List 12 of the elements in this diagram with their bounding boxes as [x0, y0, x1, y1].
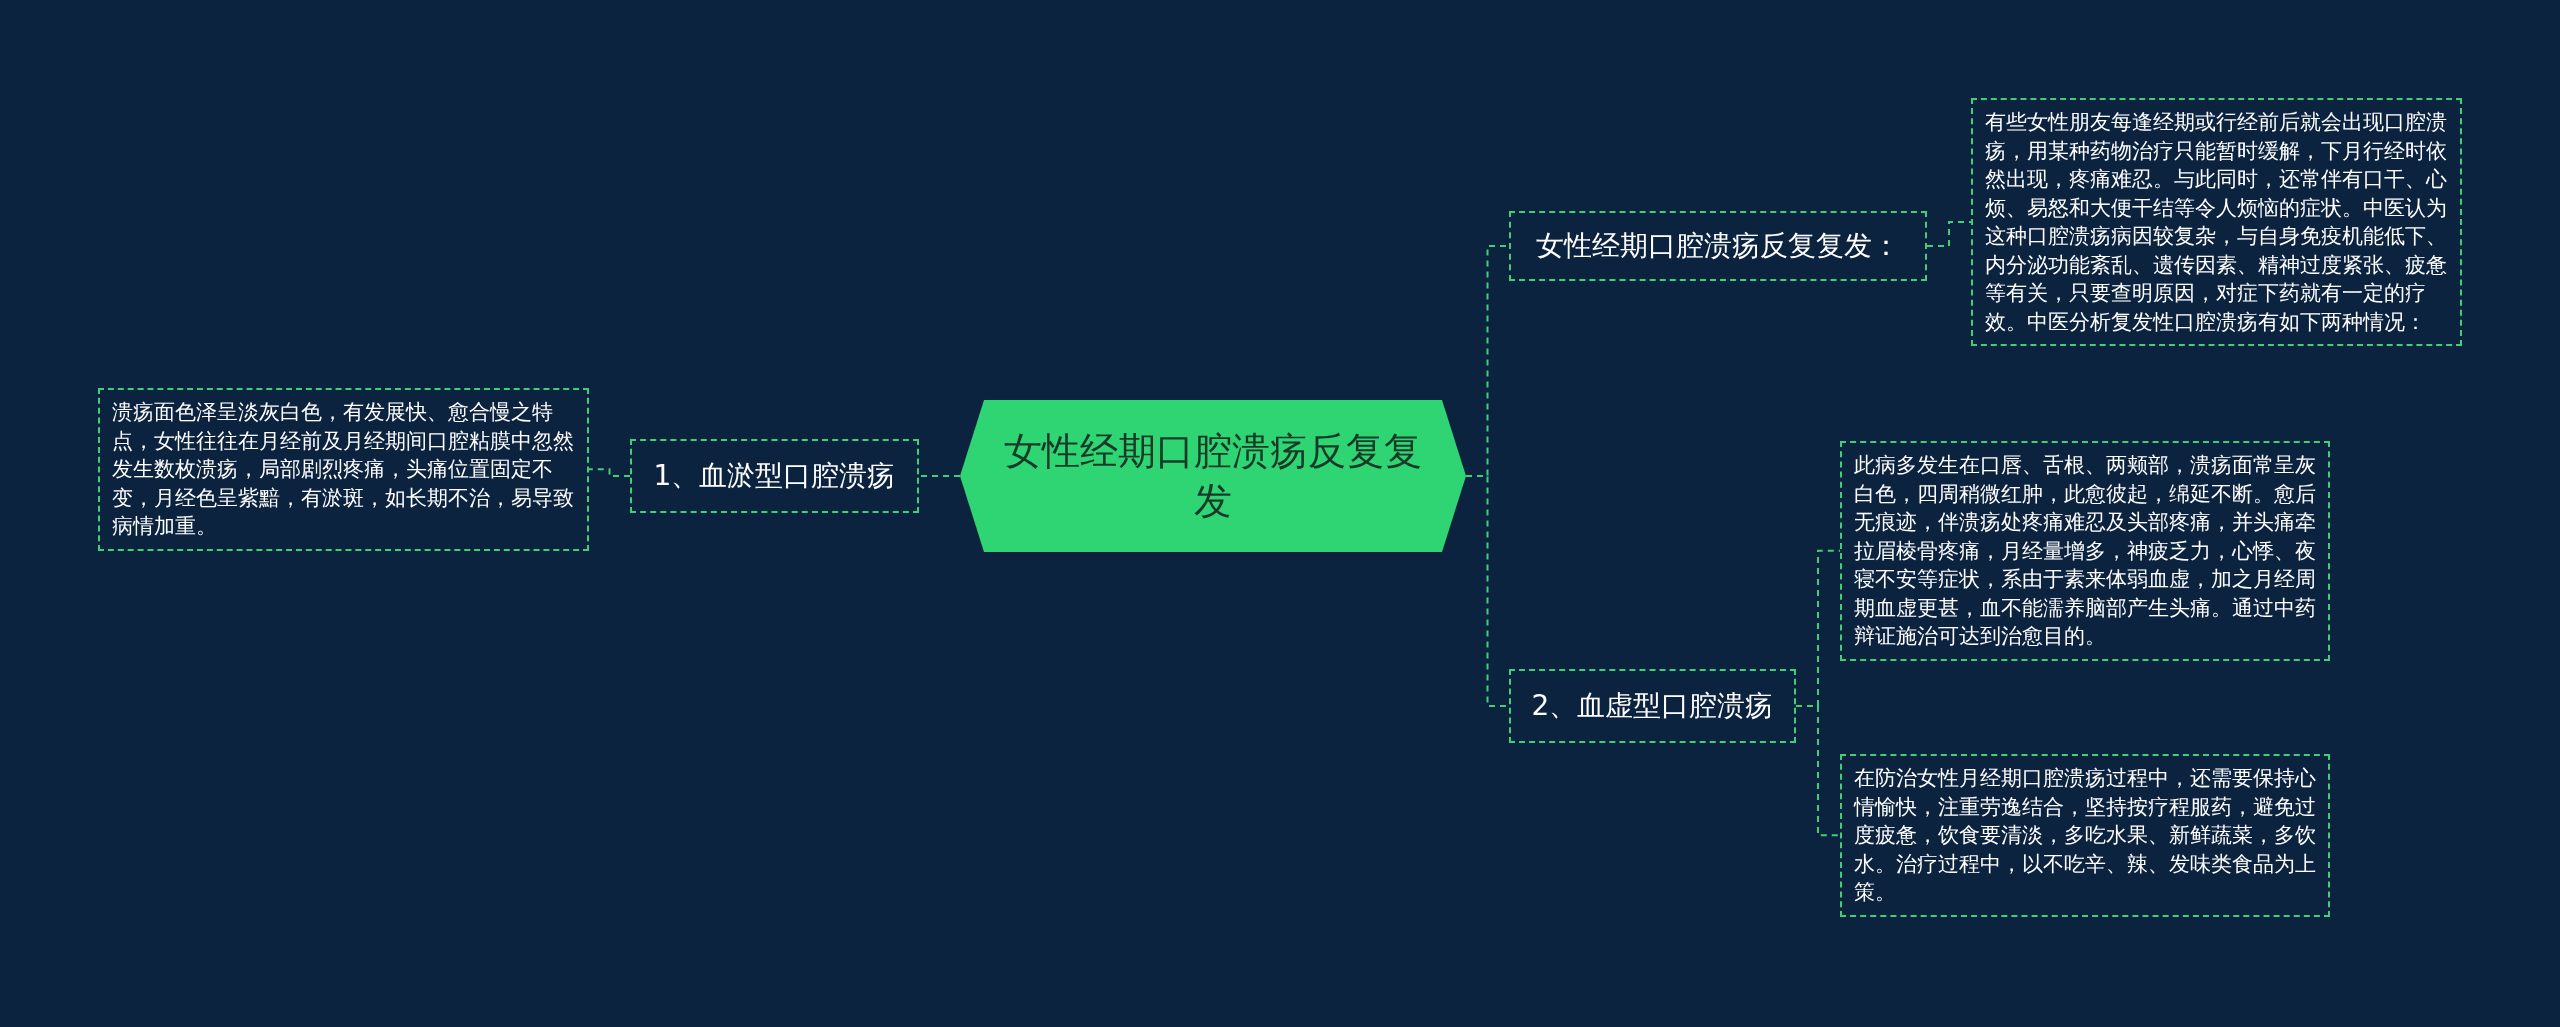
connector	[918, 475, 961, 477]
branch-box: 1、血淤型口腔溃疡	[630, 439, 919, 513]
branch-box: 女性经期口腔溃疡反复复发：	[1509, 211, 1927, 281]
branch-box: 2、血虚型口腔溃疡	[1509, 669, 1796, 743]
text-box: 有些女性朋友每逢经期或行经前后就会出现口腔溃疡，用某种药物治疗只能暂时缓解，下月行经时依然出现，疼痛难忍。与此同时，还常伴有口干、心烦、易怒和大便干结等令人烦恼的症状。中医认为这种口腔溃疡病因较复杂，与自身免疫机能低下、内分泌功能紊乱、遗传因素、精神过度紧张、疲惫等有关，只要查明原因，对症下药就有一定的疗效。中医分析复发性口腔溃疡有如下两种情况：	[1971, 98, 2462, 346]
text-box: 在防治女性月经期口腔溃疡过程中，还需要保持心情愉快，注重劳逸结合，坚持按疗程服药，避免过度疲惫，饮食要清淡，多吃水果、新鲜蔬菜，多饮水。治疗过程中，以不吃辛、辣、发味类食品为上策。	[1840, 754, 2330, 917]
text-box: 此病多发生在口唇、舌根、两颊部，溃疡面常呈灰白色，四周稍微红肿，此愈彼起，绵延不断。愈后无痕迹，伴溃疡处疼痛难忍及头部疼痛，并头痛牵拉眉棱骨疼痛，月经量增多，神疲乏力，心悸、夜寝不安等症状，系由于素来体弱血虚，加之月经周期血虚更甚，血不能濡养脑部产生头痛。通过中药辩证施治可达到治愈目的。	[1840, 441, 2330, 661]
connector	[1926, 221, 1972, 247]
connector	[588, 468, 631, 477]
root-topic: 女性经期口腔溃疡反复复发	[960, 400, 1466, 552]
text-box: 溃疡面色泽呈淡灰白色，有发展快、愈合慢之特点，女性往往在月经前及月经期间口腔粘膜中忽然发生数枚溃疡，局部剧烈疼痛，头痛位置固定不变，月经色呈紫黯，有淤斑，如长期不治，易导致病情加重。	[98, 388, 589, 551]
connector	[1795, 705, 1841, 837]
